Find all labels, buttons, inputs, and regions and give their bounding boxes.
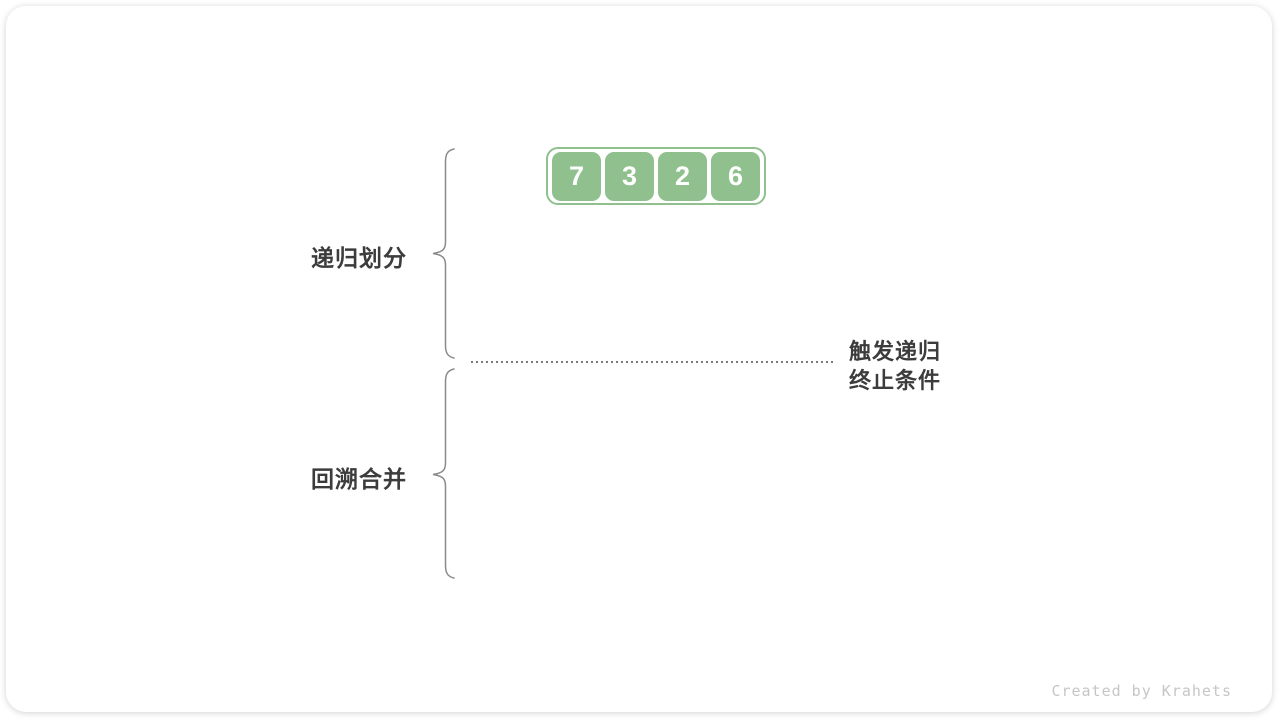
- array-cell: 6: [711, 151, 760, 201]
- termination-condition-label: 触发递归 终止条件: [849, 337, 941, 395]
- backtrack-merge-label: 回溯合并: [311, 466, 407, 492]
- array-container: 7 3 2 6: [546, 147, 766, 205]
- diagram-canvas: 递归划分 回溯合并 触发递归 终止条件 7 3 2 6 Created by K…: [6, 6, 1272, 712]
- termination-condition-line2: 终止条件: [849, 368, 942, 393]
- recursive-divide-label: 递归划分: [311, 245, 407, 271]
- array-cell: 3: [605, 151, 654, 201]
- termination-condition-line1: 触发递归: [849, 339, 942, 364]
- array-cell: 2: [658, 151, 707, 201]
- brace-and-line-layer: [432, 148, 834, 579]
- watermark-credit: Created by Krahets: [1051, 682, 1232, 700]
- merge-phase-brace: [432, 368, 455, 579]
- divide-phase-brace: [432, 148, 455, 359]
- array-cell: 7: [552, 151, 601, 201]
